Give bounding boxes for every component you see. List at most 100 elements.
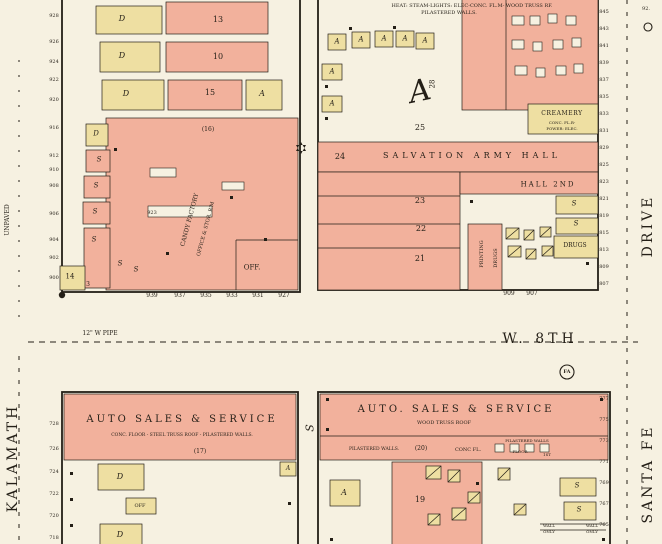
map-label: 819 (599, 213, 609, 219)
map-label: 726 (49, 446, 59, 452)
map-label: POWER: ELEC. (546, 126, 578, 131)
candy-factory-label: CANDY FACTORY (179, 192, 200, 248)
map-label: 775 (599, 417, 609, 423)
fire-alarm-box-circle (559, 364, 575, 380)
map-label: S (91, 235, 97, 244)
map-label: A (329, 99, 335, 108)
map-label: 843 (599, 26, 609, 32)
map-label: 92. (642, 6, 650, 12)
map-label: 906 (49, 211, 59, 217)
map-label: 14 (65, 272, 75, 281)
map-label: DRUGS (493, 248, 499, 268)
map-label: S (573, 219, 579, 228)
salvation-army-hall-building (317, 141, 599, 173)
map-label: OFF (134, 503, 146, 509)
map-label: 912 (49, 153, 59, 159)
map-label: 839 (599, 60, 609, 66)
map-label: S (303, 424, 317, 432)
map-label: WALL (585, 523, 599, 528)
map-label: D (93, 129, 99, 138)
map-label: CONC FL. (454, 447, 482, 453)
map-label: 933 (226, 292, 238, 299)
map-label: 831 (599, 128, 609, 134)
map-label: 935 (200, 292, 212, 299)
map-label: 900 (49, 275, 59, 281)
map-label: (16) (201, 126, 215, 133)
map-label: S (96, 155, 102, 164)
map-label: 15 (204, 88, 216, 97)
map-label: 845 (599, 9, 609, 15)
map-label: 902 (49, 255, 59, 261)
map-label: OFFICE & STOR. R'M (195, 201, 216, 257)
map-label: 939 (146, 292, 158, 299)
map-label: 904 (49, 237, 59, 243)
map-label: 769 (599, 480, 609, 486)
drugs-building (553, 235, 599, 259)
map-label: 24 (334, 152, 346, 161)
map-label: ONLY (586, 529, 598, 534)
candy-factory-building (105, 117, 299, 291)
auto-sales-west-building (63, 393, 297, 461)
map-label: 909 (503, 290, 515, 297)
map-label: 21 (414, 254, 426, 263)
street-name-kalamath: KALAMATH (5, 403, 21, 513)
map-symbols (559, 22, 653, 380)
map-label: 720 (49, 513, 59, 519)
map-label: D (116, 472, 124, 481)
map-label: FLOOR (512, 449, 528, 454)
map-label: 927 (278, 292, 290, 299)
map-label: A (329, 67, 335, 76)
street-name-w-8th: W. 8TH (502, 331, 578, 347)
map-label: 907 (526, 290, 538, 297)
map-label: 813 (599, 247, 609, 253)
map-label: 910 (49, 167, 59, 173)
map-label: PILASTERED WALLS. (348, 446, 400, 452)
block-northeast (317, 0, 599, 291)
map-label: 815 (599, 230, 609, 236)
map-label: (17) (193, 448, 207, 455)
map-label: 722 (49, 491, 59, 497)
map-label: S (576, 505, 582, 514)
map-label: 928 (49, 13, 59, 19)
map-label: 922 (49, 77, 59, 83)
map-label: 841 (599, 43, 609, 49)
map-label: 23 (414, 196, 426, 205)
map-label: 937 (174, 292, 186, 299)
map-label: 931 (252, 292, 264, 299)
salvation-army-hall-label: SALVATION ARMY HALL (383, 151, 561, 160)
creamery-building (527, 103, 599, 135)
street-name-drive: DRIVE (640, 194, 656, 258)
map-label: CONC. FL.R- (548, 120, 576, 125)
map-label: A (334, 37, 340, 46)
printing-label: PRINTING (479, 240, 485, 268)
map-label: D (116, 530, 124, 539)
map-label: 807 (599, 281, 609, 287)
map-label: S (574, 481, 580, 490)
map-label: 773 (599, 438, 609, 444)
map-label: S (133, 265, 139, 274)
map-label: 10 (212, 52, 224, 61)
map-label: 19 (414, 495, 426, 504)
map-label: A (381, 34, 387, 43)
creamery-label: CREAMERY (541, 110, 583, 117)
map-label: 724 (49, 469, 59, 475)
map-label: A (341, 488, 347, 497)
map-label: 823 (599, 179, 609, 185)
map-label: PILASTERED WALLS (505, 438, 549, 443)
map-label: 22 (415, 224, 427, 233)
map-label: ONLY (543, 529, 555, 534)
map-label: 771 (599, 459, 609, 465)
map-label: 13 (212, 15, 224, 24)
map-label: 926 (49, 39, 59, 45)
block-ne-construction-note: HEAT: STEAM-LIGHTS: ELEC-CONC. FL.M- WOO… (391, 3, 553, 9)
map-label: D (122, 89, 130, 98)
map-label: CONC. FLOOR - STEEL TRUSS ROOF - PILASTE… (111, 432, 253, 438)
map-label: 767 (599, 501, 609, 507)
map-label: 916 (49, 125, 59, 131)
map-label: 920 (49, 97, 59, 103)
block-southeast (317, 391, 611, 544)
map-label: 923 (147, 210, 157, 216)
map-label: 829 (599, 145, 609, 151)
